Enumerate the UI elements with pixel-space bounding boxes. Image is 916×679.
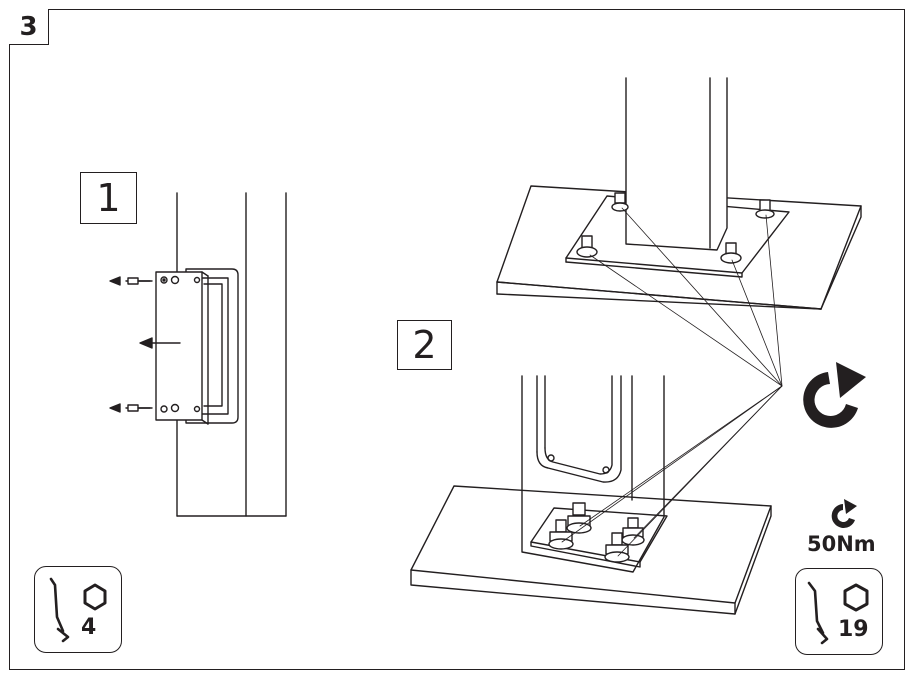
torque-value: 50Nm	[807, 532, 876, 556]
wrench-size: 19	[838, 617, 869, 642]
leader-lines	[561, 207, 783, 557]
step-number-1: 1	[80, 172, 137, 224]
hex-wrench-icon	[807, 581, 869, 645]
step-number-main: 3	[9, 9, 49, 45]
cover-plate	[155, 271, 203, 421]
lower-base-assembly	[410, 375, 772, 615]
upper-base-assembly	[496, 77, 862, 310]
rotate-clockwise-icon	[803, 362, 866, 428]
torque-rotate-icon	[831, 499, 857, 528]
screw-top	[127, 275, 180, 285]
lower-bolt-4	[604, 532, 630, 563]
tool-box-wrench: 19	[795, 568, 883, 655]
post-cover-detail	[109, 192, 287, 517]
step-number-2: 2	[397, 320, 452, 370]
lower-bolt-1	[566, 502, 592, 534]
upper-bolt-4	[720, 242, 742, 264]
upper-bolt-3	[576, 235, 598, 258]
upper-bolt-1	[611, 192, 629, 212]
hex-key-size: 4	[81, 615, 97, 640]
hex-key-icon	[49, 577, 107, 643]
diagram-frame	[9, 9, 905, 670]
tool-box-hex-key: 4	[34, 566, 122, 653]
screw-bottom	[127, 403, 180, 413]
upper-bolt-2	[755, 199, 775, 219]
